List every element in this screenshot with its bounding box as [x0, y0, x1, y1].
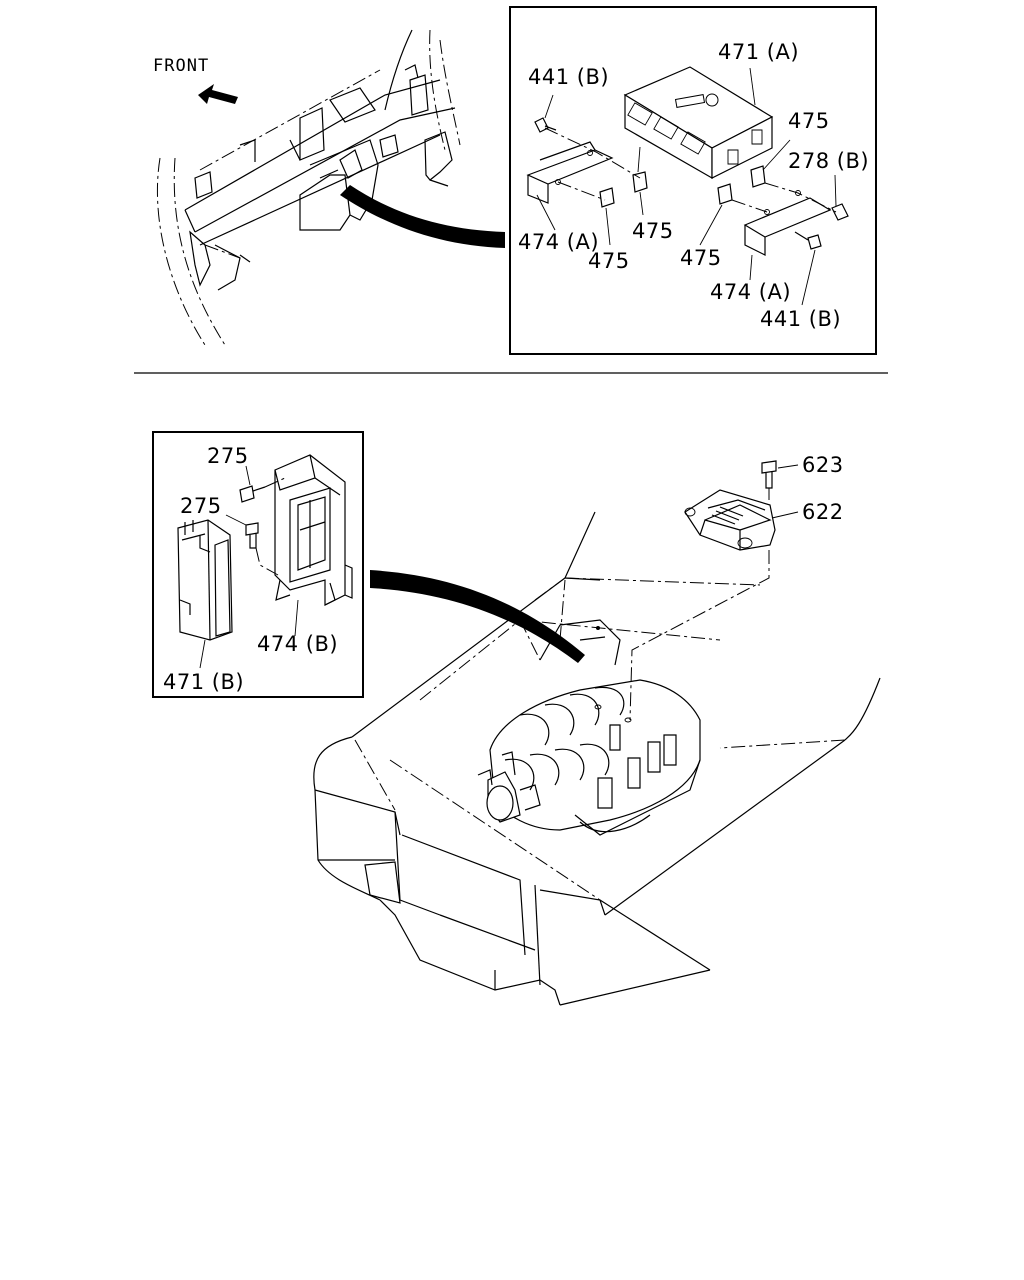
label-622: 622: [802, 500, 844, 524]
leader-arrow-icon: [370, 570, 585, 663]
bolt-623-part: [762, 461, 776, 488]
label-471a: 471 (A): [718, 40, 799, 64]
leader-arrow-icon: [340, 185, 505, 248]
label-275-upper: 275: [207, 444, 249, 468]
intake-manifold: [478, 680, 700, 835]
bolt-275-upper: [240, 486, 265, 502]
label-275-lower: 275: [180, 494, 222, 518]
ecu-471b-part: [178, 520, 232, 640]
bracket-474b-part: [275, 455, 352, 605]
front-arrow-icon: [198, 84, 238, 104]
label-475-right-bottom: 475: [680, 246, 722, 270]
bolt-275-lower: [246, 523, 258, 548]
label-474a-left: 474 (A): [518, 230, 599, 254]
bottom-inset: 275 275 474 (B) 471 (B): [153, 432, 363, 697]
label-441b-right: 441 (B): [760, 307, 841, 331]
top-inset-frame: [510, 7, 876, 354]
label-475-left-bottom: 475: [588, 249, 630, 273]
label-474b: 474 (B): [257, 632, 338, 656]
front-label: FRONT: [153, 56, 209, 76]
screw-441b-right: [795, 232, 821, 249]
label-475-center: 475: [632, 219, 674, 243]
top-inset: 471 (A) 441 (B) 475 278 (B) 474 (A) 475 …: [510, 7, 876, 354]
dashboard-frame-illustration: FRONT: [153, 30, 505, 345]
module-622-part: [685, 490, 775, 550]
label-623: 623: [802, 453, 844, 477]
bottom-inset-frame: [153, 432, 363, 697]
label-278b: 278 (B): [788, 149, 869, 173]
label-475-right-top: 475: [788, 109, 830, 133]
label-471b: 471 (B): [163, 670, 244, 694]
ecu-471a-part: [625, 67, 772, 178]
label-474a-right: 474 (A): [710, 280, 791, 304]
screw-441b-left: [535, 118, 556, 132]
engine-bay-illustration: 623 622: [314, 453, 880, 1005]
label-441b-left: 441 (B): [528, 65, 609, 89]
